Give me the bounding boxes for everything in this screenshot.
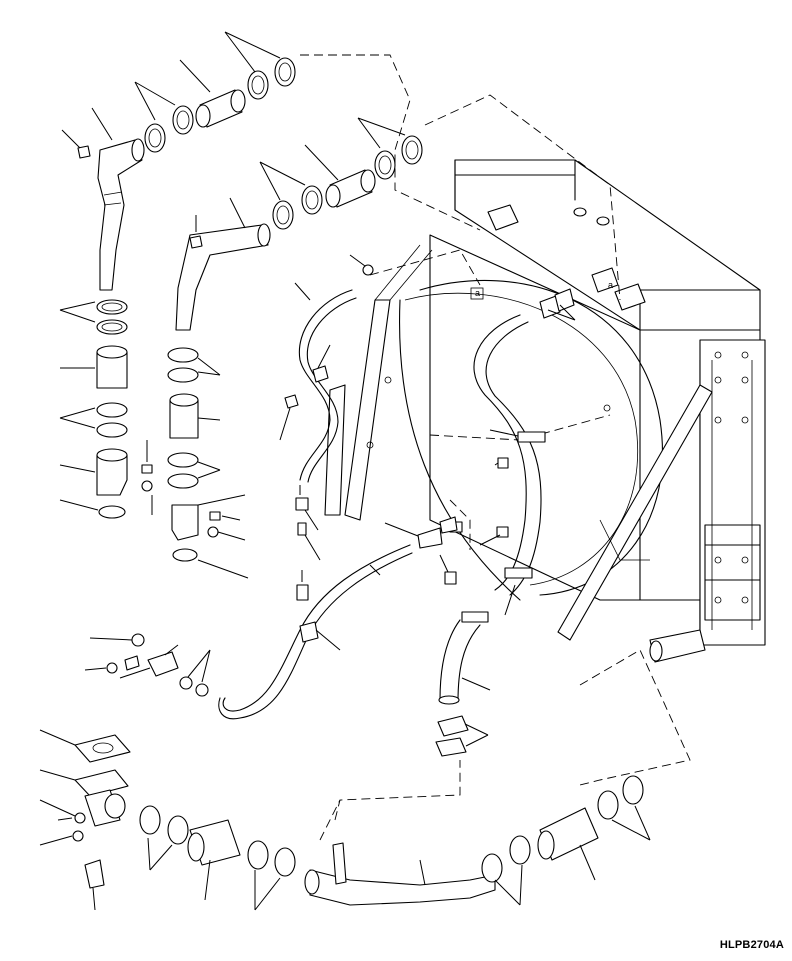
clamp — [144, 123, 166, 153]
clamp — [172, 105, 194, 135]
clamp — [96, 299, 128, 315]
bottom-hose-set — [39, 715, 651, 911]
clamp — [167, 815, 189, 845]
radiator-outlet-hose — [438, 288, 576, 705]
clamp — [247, 840, 269, 870]
upper-hose-set-1 — [59, 31, 296, 519]
clamp — [96, 319, 128, 335]
clamp — [374, 150, 396, 180]
clamp — [247, 70, 269, 100]
clamp — [167, 452, 199, 468]
flange — [74, 734, 131, 763]
clamp — [139, 805, 161, 835]
clamp — [274, 847, 296, 877]
clamp — [509, 835, 531, 865]
clamp — [167, 347, 199, 363]
callout-marker-a-1: a — [475, 288, 480, 298]
clamp — [96, 402, 128, 418]
upper-hose-set-2 — [167, 117, 423, 579]
clamp — [274, 57, 296, 87]
clamp — [301, 185, 323, 215]
thermostat-fittings — [84, 516, 458, 697]
clamp — [401, 135, 423, 165]
clamp — [481, 853, 503, 883]
drawing-reference-code: HLPB2704A — [719, 939, 784, 951]
radiator-assembly — [324, 159, 766, 663]
clamp — [167, 367, 199, 383]
clamp — [597, 790, 619, 820]
small-hose-group — [279, 254, 374, 561]
clamp — [622, 775, 644, 805]
callout-marker-a-2: a — [608, 280, 613, 290]
side-frame-bolts — [714, 351, 749, 604]
clamp — [272, 200, 294, 230]
clamp — [167, 473, 199, 489]
clamp — [96, 422, 128, 438]
lower-hose — [218, 544, 413, 720]
